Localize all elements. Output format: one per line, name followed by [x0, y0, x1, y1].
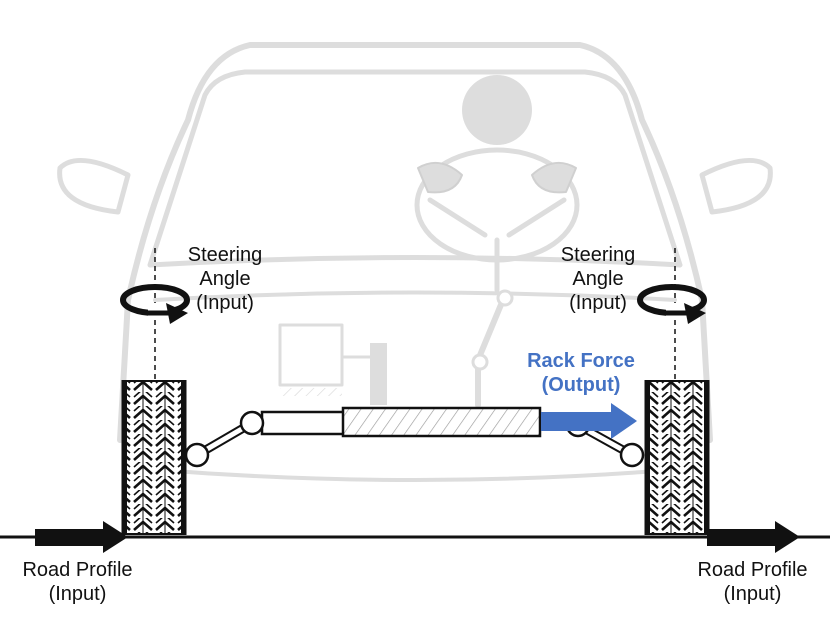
steering-wheel-spokes	[427, 197, 567, 293]
right-mirror	[699, 157, 773, 215]
road-profile-right-line2: (Input)	[723, 583, 782, 605]
rack-gear	[341, 406, 542, 438]
road-profile-right-label: Road Profile (Input)	[675, 558, 830, 606]
road-profile-left-line1: Road Profile	[22, 559, 133, 581]
rack-force-line2: (Output)	[541, 374, 621, 396]
left-outer-joint	[184, 442, 210, 468]
road-arrow-left-icon	[35, 521, 128, 553]
motor-housing	[278, 323, 344, 387]
rack-tube	[260, 410, 346, 436]
bumper-line	[158, 468, 672, 482]
steering-angle-right-line1: Steering	[560, 244, 636, 266]
right-outer-joint	[619, 442, 645, 468]
road-profile-left-line2: (Input)	[48, 583, 107, 605]
car-background	[57, 42, 773, 482]
hood-line	[153, 290, 677, 302]
steering-angle-left-line3: (Input)	[196, 292, 254, 314]
rack-force-line1: Rack Force	[527, 350, 635, 372]
steering-angle-right-line2: Angle	[572, 268, 624, 290]
steering-rotation-right-icon	[637, 284, 707, 324]
rack-force-label: Rack Force (Output)	[506, 349, 656, 397]
road-arrow-right-icon	[707, 521, 800, 553]
driver-hand-right	[531, 161, 577, 194]
steering-angle-left-label: Steering Angle (Input)	[175, 243, 275, 315]
steering-angle-right-line3: (Input)	[569, 292, 627, 314]
left-inner-joint	[239, 410, 265, 436]
right-tire	[644, 380, 710, 535]
steering-angle-left-line2: Angle	[199, 268, 251, 290]
driver-head	[462, 75, 532, 145]
road-profile-left-label: Road Profile (Input)	[0, 558, 155, 606]
steering-column	[475, 292, 508, 408]
left-mirror	[57, 157, 131, 215]
rack-force-arrow-icon	[541, 403, 637, 439]
driver-hand-left	[417, 161, 463, 194]
steering-angle-left-line1: Steering	[187, 244, 263, 266]
car-windshield	[147, 69, 683, 268]
road-profile-right-line1: Road Profile	[697, 559, 808, 581]
steering-angle-right-label: Steering Angle (Input)	[548, 243, 648, 315]
steering-rotation-left-icon	[120, 284, 190, 324]
car-body-outline	[117, 42, 713, 443]
left-tire	[121, 380, 187, 535]
motor-bracket	[370, 343, 387, 405]
